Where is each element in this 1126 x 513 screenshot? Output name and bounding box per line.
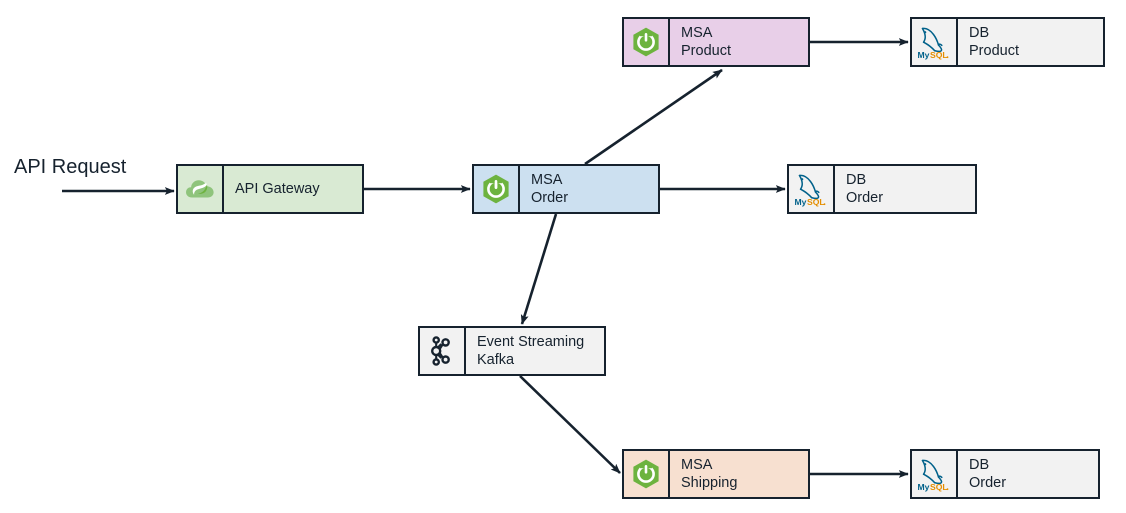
- svg-text:SQL: SQL: [807, 197, 825, 207]
- node-label-line: DB: [846, 172, 867, 188]
- node-label-line: Shipping: [681, 475, 738, 491]
- svg-text:SQL: SQL: [930, 482, 948, 492]
- svg-text:My: My: [918, 482, 930, 492]
- node-label-line: MSA: [681, 25, 713, 41]
- node-label: Event Streaming Kafka: [466, 328, 604, 374]
- node-label-line: API Gateway: [235, 180, 320, 197]
- edge-kafka-shipping: [519, 375, 621, 474]
- node-db-order[interactable]: My SQL DB Order: [787, 164, 977, 214]
- node-label-line: Kafka: [477, 352, 515, 368]
- edge-order-product: [584, 68, 723, 166]
- node-label-line: MSA: [681, 457, 713, 473]
- svg-text:SQL: SQL: [930, 50, 948, 60]
- node-label: DB Order: [835, 166, 975, 212]
- node-label-line: DB: [969, 457, 990, 473]
- node-api-gateway[interactable]: API Gateway: [176, 164, 364, 214]
- node-kafka[interactable]: Event Streaming Kafka: [418, 326, 606, 376]
- node-label: MSA Shipping: [670, 451, 808, 497]
- node-db-order-shipping[interactable]: My SQL DB Order: [910, 449, 1100, 499]
- spring-cloud-gateway-icon: [178, 166, 224, 212]
- edge-order-kafka: [520, 213, 558, 325]
- mysql-icon: My SQL: [912, 451, 958, 497]
- mysql-icon: My SQL: [789, 166, 835, 212]
- node-label-line: Event Streaming: [477, 334, 585, 350]
- node-label-line: DB: [969, 25, 990, 41]
- node-label-line: Order: [969, 475, 1007, 491]
- node-label: API Gateway: [224, 166, 362, 212]
- kafka-icon: [420, 328, 466, 374]
- node-db-product[interactable]: My SQL DB Product: [910, 17, 1105, 67]
- node-label: DB Product: [958, 19, 1103, 65]
- node-msa-shipping[interactable]: MSA Shipping: [622, 449, 810, 499]
- svg-text:My: My: [795, 197, 807, 207]
- mysql-icon: My SQL: [912, 19, 958, 65]
- node-label: MSA Order: [520, 166, 658, 212]
- node-label: MSA Product: [670, 19, 808, 65]
- node-label-line: Order: [531, 190, 569, 206]
- node-label: DB Order: [958, 451, 1098, 497]
- spring-boot-icon: [474, 166, 520, 212]
- node-label-line: Product: [681, 43, 731, 59]
- node-label-line: Product: [969, 43, 1019, 59]
- api-request-label: API Request: [14, 156, 127, 178]
- node-msa-order[interactable]: MSA Order: [472, 164, 660, 214]
- spring-boot-icon: [624, 19, 670, 65]
- svg-text:My: My: [918, 50, 930, 60]
- node-label-line: Order: [846, 190, 884, 206]
- spring-boot-icon: [624, 451, 670, 497]
- node-msa-product[interactable]: MSA Product: [622, 17, 810, 67]
- node-label-line: MSA: [531, 172, 563, 188]
